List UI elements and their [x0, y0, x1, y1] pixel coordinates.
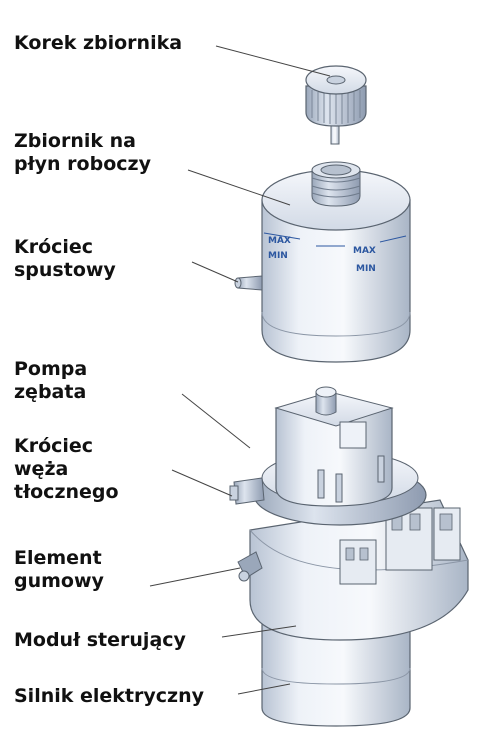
max-mark-left: MAX — [268, 236, 291, 246]
label-line: Element — [14, 547, 102, 569]
min-mark-right: MIN — [356, 264, 376, 274]
leader-korek — [215, 45, 331, 77]
label-line: Króciec — [14, 435, 94, 457]
reservoir-cap — [305, 65, 367, 145]
label-line: spustowy — [14, 259, 116, 281]
label-krociec-weza: Króciec węża tłocznego — [14, 435, 119, 504]
leader-modul — [221, 625, 297, 638]
leader-lines — [149, 45, 331, 695]
label-line: tłocznego — [14, 481, 119, 503]
leader-zbiornik — [187, 169, 291, 206]
leader-pompa — [181, 393, 251, 449]
label-silnik-elektryczny: Silnik elektryczny — [14, 685, 204, 708]
min-mark-left: MIN — [268, 251, 288, 261]
leader-krociec-weza — [171, 469, 233, 497]
label-modul-sterujacy: Moduł sterujący — [14, 629, 186, 652]
label-line: węża — [14, 458, 69, 480]
label-element-gumowy: Element gumowy — [14, 547, 104, 593]
gear-pump — [229, 386, 427, 526]
leader-krociec-spustowy — [191, 261, 239, 283]
label-line: zębata — [14, 381, 87, 403]
label-zbiornik: Zbiornik na płyn roboczy — [14, 130, 151, 176]
label-line: Korek zbiornika — [14, 32, 183, 54]
label-korek-zbiornika: Korek zbiornika — [14, 32, 182, 55]
label-line: Króciec — [14, 236, 94, 258]
leader-silnik — [237, 683, 291, 695]
label-line: płyn roboczy — [14, 153, 151, 175]
control-module — [237, 499, 469, 641]
label-line: Moduł sterujący — [14, 629, 186, 651]
reservoir: MAX MAX MIN MIN — [234, 161, 411, 363]
label-line: gumowy — [14, 570, 104, 592]
label-line: Silnik elektryczny — [14, 685, 204, 707]
label-line: Pompa — [14, 358, 88, 380]
label-pompa-zebata: Pompa zębata — [14, 358, 87, 404]
leader-element — [149, 567, 241, 587]
max-mark-right: MAX — [353, 246, 376, 256]
label-krociec-spustowy: Króciec spustowy — [14, 236, 116, 282]
label-line: Zbiornik na — [14, 130, 136, 152]
